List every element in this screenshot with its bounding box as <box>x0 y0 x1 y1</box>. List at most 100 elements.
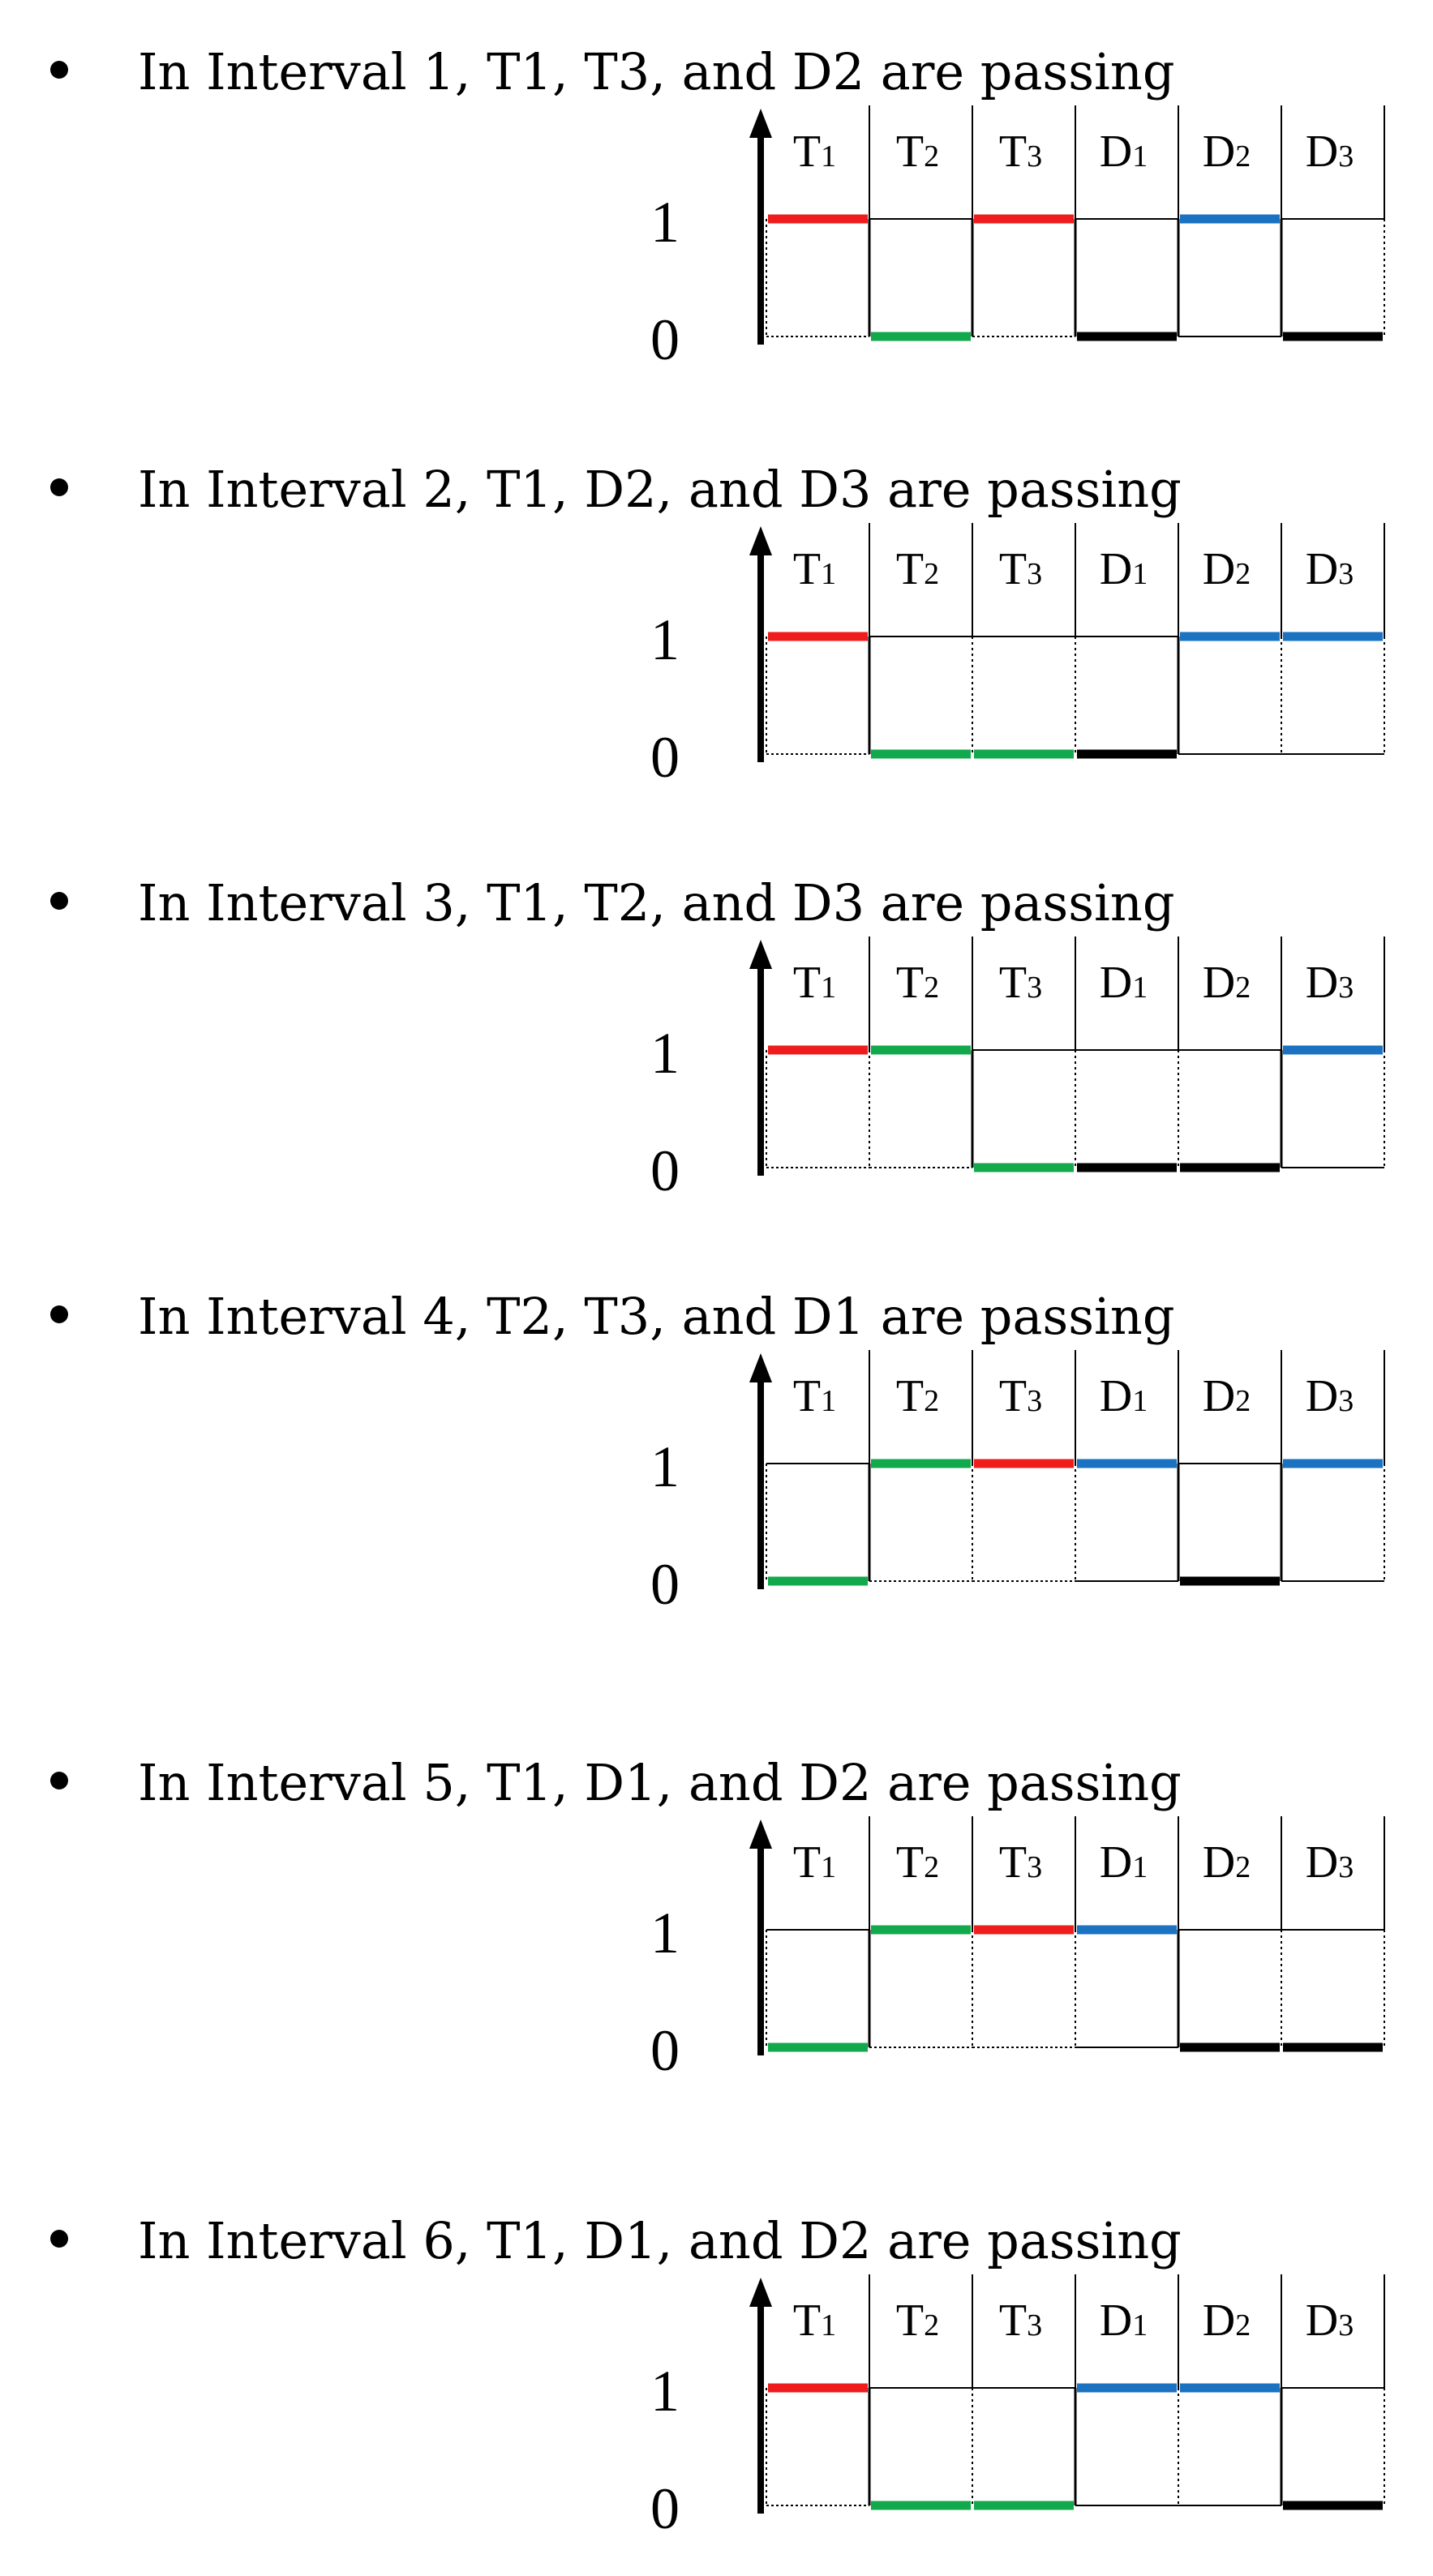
axis-arrow-icon <box>749 2278 772 2307</box>
signal-letter: T <box>793 958 821 1008</box>
signal-letter: D <box>1203 544 1235 594</box>
signal-header: T3 <box>999 2295 1042 2346</box>
signal-subscript: 3 <box>1338 2308 1354 2342</box>
signal-letter: T <box>999 544 1027 594</box>
signal-subscript: 1 <box>821 2308 836 2342</box>
interval-description: In Interval 4, T2, T3, and D1 are passin… <box>138 1287 1175 1346</box>
signal-subscript: 1 <box>1132 1384 1148 1418</box>
signal-header: T3 <box>999 544 1042 594</box>
signal-subscript: 1 <box>1132 2308 1148 2342</box>
signal-subscript: 1 <box>1132 139 1148 174</box>
signal-subscript: 3 <box>1027 139 1042 174</box>
signal-subscript: 3 <box>1027 1384 1042 1418</box>
interval-description: In Interval 2, T1, D2, and D3 are passin… <box>138 460 1182 519</box>
signal-subscript: 2 <box>1235 1850 1251 1884</box>
signal-letter: T <box>896 1371 924 1421</box>
signal-header: T1 <box>793 544 836 594</box>
signal-header: T2 <box>896 544 939 594</box>
signal-header: T1 <box>793 1371 836 1421</box>
y-tick-label-low: 0 <box>650 2018 680 2083</box>
signal-subscript: 2 <box>924 1384 939 1418</box>
bullet-point <box>50 478 68 496</box>
signal-header: T2 <box>896 958 939 1008</box>
signal-header: T1 <box>793 1837 836 1888</box>
signal-subscript: 3 <box>1027 971 1042 1005</box>
interval-section: In Interval 4, T2, T3, and D1 are passin… <box>0 1261 1433 1650</box>
signal-letter: D <box>1100 126 1132 177</box>
interval-section: In Interval 6, T1, D1, and D2 are passin… <box>0 2185 1433 2574</box>
signal-header: D2 <box>1203 1371 1251 1421</box>
signal-letter: T <box>793 544 821 594</box>
bullet-point <box>50 61 68 79</box>
signal-letter: D <box>1100 1371 1132 1421</box>
signal-subscript: 3 <box>1338 139 1354 174</box>
signal-letter: T <box>896 958 924 1008</box>
bullet-point <box>50 1772 68 1789</box>
axis-arrow-icon <box>749 1819 772 1849</box>
signal-letter: D <box>1100 2295 1132 2346</box>
signal-letter: D <box>1306 1837 1338 1888</box>
signal-header: D2 <box>1203 126 1251 177</box>
signal-header: D3 <box>1306 126 1354 177</box>
signal-header: T2 <box>896 2295 939 2346</box>
interval-description: In Interval 6, T1, D1, and D2 are passin… <box>138 2211 1182 2270</box>
signal-letter: T <box>896 2295 924 2346</box>
signal-subscript: 3 <box>1027 557 1042 591</box>
signal-subscript: 3 <box>1338 1384 1354 1418</box>
interval-section: In Interval 1, T1, T3, and D2 are passin… <box>0 16 1433 405</box>
signal-header: D2 <box>1203 1837 1251 1888</box>
y-tick-label-high: 1 <box>650 1434 680 1499</box>
signal-header: D1 <box>1100 2295 1148 2346</box>
signal-header: D3 <box>1306 958 1354 1008</box>
interval-description: In Interval 5, T1, D1, and D2 are passin… <box>138 1753 1182 1812</box>
y-tick-label-low: 0 <box>650 307 680 372</box>
signal-letter: D <box>1203 1837 1235 1888</box>
axis-arrow-icon <box>749 109 772 138</box>
signal-subscript: 1 <box>821 971 836 1005</box>
signal-subscript: 2 <box>924 971 939 1005</box>
signal-letter: T <box>999 2295 1027 2346</box>
axis-arrow-icon <box>749 526 772 555</box>
signal-header: D3 <box>1306 544 1354 594</box>
axis-arrow-icon <box>749 1353 772 1382</box>
signal-subscript: 2 <box>1235 139 1251 174</box>
axis-arrow-icon <box>749 940 772 969</box>
signal-letter: T <box>793 2295 821 2346</box>
signal-subscript: 3 <box>1338 971 1354 1005</box>
signal-letter: D <box>1100 544 1132 594</box>
y-tick-label-low: 0 <box>650 2476 680 2541</box>
signal-header: T3 <box>999 1837 1042 1888</box>
signal-header: T2 <box>896 1837 939 1888</box>
signal-letter: D <box>1203 126 1235 177</box>
signal-subscript: 2 <box>924 2308 939 2342</box>
signal-subscript: 1 <box>1132 1850 1148 1884</box>
signal-header: T1 <box>793 126 836 177</box>
signal-header: D1 <box>1100 126 1148 177</box>
signal-subscript: 1 <box>1132 971 1148 1005</box>
signal-letter: D <box>1100 958 1132 1008</box>
signal-letter: T <box>896 1837 924 1888</box>
signal-header: D1 <box>1100 1371 1148 1421</box>
y-tick-label-high: 1 <box>650 190 680 255</box>
signal-subscript: 2 <box>1235 971 1251 1005</box>
bullet-point <box>50 1305 68 1323</box>
signal-letter: D <box>1306 1371 1338 1421</box>
signal-letter: D <box>1306 2295 1338 2346</box>
signal-header: D1 <box>1100 958 1148 1008</box>
signal-letter: D <box>1203 1371 1235 1421</box>
signal-letter: D <box>1203 958 1235 1008</box>
signal-header: D2 <box>1203 958 1251 1008</box>
signal-letter: T <box>793 1837 821 1888</box>
signal-subscript: 2 <box>1235 2308 1251 2342</box>
signal-header: T2 <box>896 1371 939 1421</box>
signal-subscript: 1 <box>1132 557 1148 591</box>
signal-letter: T <box>999 1837 1027 1888</box>
signal-subscript: 2 <box>924 557 939 591</box>
interval-section: In Interval 2, T1, D2, and D3 are passin… <box>0 434 1433 823</box>
signal-letter: T <box>999 958 1027 1008</box>
signal-subscript: 2 <box>924 139 939 174</box>
y-tick-label-high: 1 <box>650 2359 680 2424</box>
signal-letter: T <box>999 126 1027 177</box>
